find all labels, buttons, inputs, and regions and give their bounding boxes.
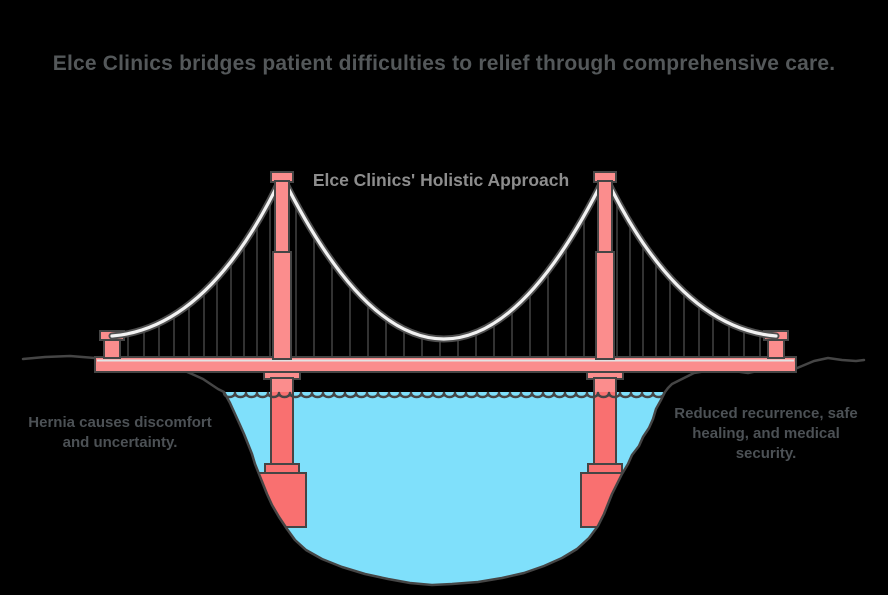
left-note: Hernia causes discomfort and uncertainty…	[28, 414, 212, 451]
water-surface-line	[222, 391, 666, 399]
right-note: Reduced recurrence, safe healing, and me…	[674, 405, 858, 462]
hanger-lines	[127, 200, 761, 358]
bridge-label: Elce Clinics' Holistic Approach	[312, 170, 570, 190]
suspension-cables	[108, 172, 780, 343]
left-tower	[270, 171, 294, 360]
page-title: Elce Clinics bridges patient difficultie…	[52, 52, 836, 75]
right-tower	[593, 171, 617, 360]
bridge-deck	[94, 356, 797, 373]
